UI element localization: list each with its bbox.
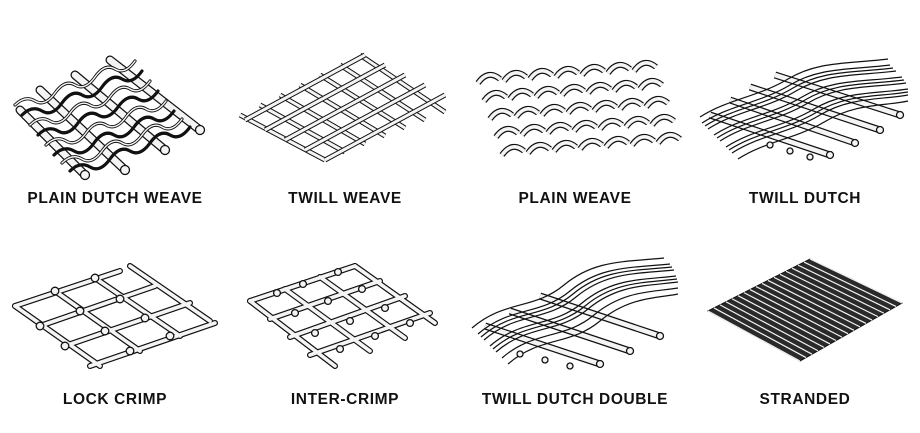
inter-crimp-icon [230, 241, 460, 376]
weave-label: PLAIN WEAVE [518, 190, 632, 207]
weave-label: TWILL DUTCH DOUBLE [481, 391, 669, 408]
weave-label: INTER-CRIMP [290, 391, 400, 408]
weave-label: PLAIN DUTCH WEAVE [27, 190, 203, 207]
weave-card-plain-dutch: PLAIN DUTCH WEAVE [0, 0, 230, 216]
plain-dutch-weave-icon [0, 35, 230, 185]
weave-label: TWILL WEAVE [288, 190, 402, 207]
weave-card-lock-crimp: LOCK CRIMP [0, 216, 230, 433]
weave-card-stranded: STRANDED [690, 216, 920, 433]
weave-card-inter-crimp: INTER-CRIMP [230, 216, 460, 433]
weave-card-twill-dutch: TWILL DUTCH [690, 0, 920, 216]
stranded-icon [690, 251, 920, 371]
lock-crimp-icon [0, 241, 230, 376]
weave-label: TWILL DUTCH [748, 190, 862, 207]
weave-card-twill: TWILL WEAVE [230, 0, 460, 216]
plain-weave-icon [460, 55, 690, 170]
twill-dutch-icon [690, 45, 920, 175]
weave-card-twill-dutch-double: TWILL DUTCH DOUBLE [460, 216, 690, 433]
weave-card-plain: PLAIN WEAVE [460, 0, 690, 216]
weave-label: STRANDED [759, 391, 851, 408]
weave-label: LOCK CRIMP [62, 391, 168, 408]
twill-weave-icon [230, 40, 460, 170]
twill-dutch-double-icon [460, 246, 690, 376]
